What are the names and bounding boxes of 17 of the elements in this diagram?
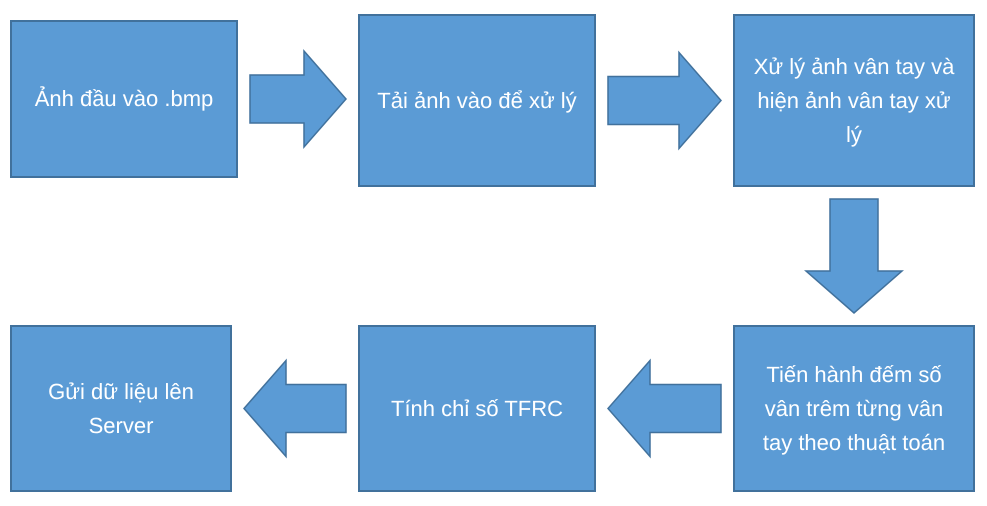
step-text: Xử lý ảnh vân tay và hiện ảnh vân tay xử lý	[752, 52, 956, 149]
block-arrow	[804, 198, 904, 314]
process-box	[733, 14, 975, 187]
block-arrow	[249, 49, 347, 149]
step-text: Tiến hành đếm số vân trêm từng vân tay theo thuật toán	[762, 360, 946, 457]
step-text: Ảnh đầu vào .bmp	[34, 85, 214, 113]
block-arrow	[243, 358, 347, 458]
step-text: Tính chỉ số TFRC	[391, 394, 563, 422]
process-box	[358, 14, 596, 187]
process-box	[733, 325, 975, 492]
step-text: Gửi dữ liệu lên Server	[47, 378, 195, 440]
process-box	[10, 20, 238, 178]
process-box	[358, 325, 596, 492]
block-arrow	[607, 50, 722, 150]
step-text: Tải ảnh vào để xử lý	[377, 86, 577, 115]
block-arrow	[607, 358, 722, 458]
process-box	[10, 325, 232, 492]
